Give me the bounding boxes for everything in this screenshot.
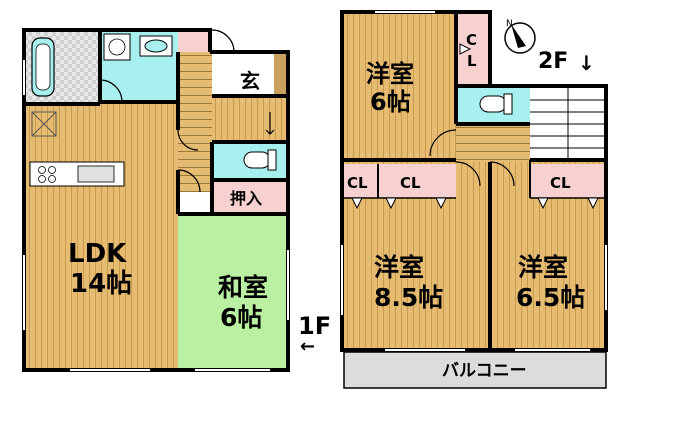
room1-size: 6帖 — [370, 88, 411, 116]
compass-icon: N — [504, 19, 536, 54]
room2-name: 洋室 — [374, 253, 424, 282]
closet-v-c: C — [466, 31, 477, 49]
room3-name: 洋室 — [518, 253, 568, 282]
svg-text:N: N — [506, 19, 513, 29]
windows-2f — [341, 11, 607, 351]
genkan-area — [212, 52, 274, 96]
balcony — [343, 351, 607, 389]
skylight-marker — [31, 111, 57, 137]
closet-b — [378, 164, 456, 198]
bathtub-icon — [31, 37, 55, 97]
floor1-label: 1F — [298, 312, 331, 340]
washer-icon — [103, 33, 131, 61]
oshiire-closet — [212, 180, 288, 214]
oshiire-label: 押入 — [230, 189, 262, 208]
room1-name: 洋室 — [366, 60, 414, 88]
sink-icon — [139, 35, 173, 57]
storage-1f — [178, 30, 212, 52]
genkan-shoebox — [274, 52, 286, 96]
closet-c-label: CL — [550, 174, 571, 192]
first-floor: LDK 14帖 和室 6帖 玄 押入 1F ← — [22, 28, 331, 372]
doors-2f — [429, 129, 515, 187]
ldk-size: 14帖 — [70, 269, 132, 299]
stairs-1f — [178, 52, 212, 192]
stair-arrow-1f — [265, 112, 275, 135]
ldk-room — [26, 104, 178, 368]
room-6jo — [344, 12, 456, 158]
floor1-arrow: ← — [300, 336, 315, 357]
washitsu-name: 和室 — [218, 273, 268, 302]
floor2-label: 2F — [538, 49, 568, 74]
closet-door-marks — [351, 43, 599, 210]
ldk-name: LDK — [68, 239, 127, 269]
kitchen-counter — [29, 161, 125, 187]
floor2-arrow: ↓ — [578, 51, 595, 75]
closet-c — [530, 164, 606, 198]
stair-steps-2f — [530, 86, 606, 158]
windows-1f — [23, 60, 289, 371]
room3-size: 6.5帖 — [516, 283, 585, 312]
closet-v-l: L — [467, 52, 477, 70]
doors-1f — [99, 29, 235, 193]
genkan-label: 玄 — [240, 69, 260, 93]
closet-a — [344, 164, 378, 198]
washitsu-size: 6帖 — [220, 303, 262, 332]
room2-size: 8.5帖 — [374, 283, 443, 312]
stove-icon — [38, 166, 56, 183]
closet-a-label: CL — [347, 174, 368, 192]
hall — [212, 96, 288, 142]
toilet-2f-icon — [479, 93, 513, 115]
balcony-label: バルコニー — [442, 361, 527, 381]
hall-2f — [456, 124, 530, 162]
closet-b-label: CL — [400, 174, 421, 192]
washitsu-room — [178, 214, 288, 368]
second-floor: N 洋室 6帖 C L 洋室 8.5帖 洋室 6.5帖 CL CL CL バルコ… — [340, 10, 608, 389]
toilet-icon — [243, 149, 277, 171]
